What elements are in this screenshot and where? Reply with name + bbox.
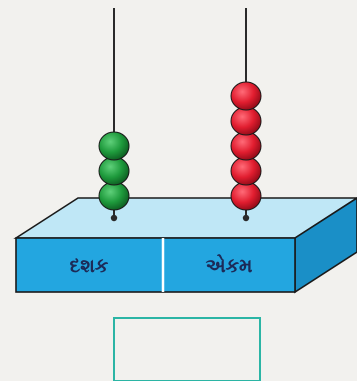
tens-beads xyxy=(98,131,130,211)
ones-bead xyxy=(230,106,262,136)
ones-beads xyxy=(230,81,262,211)
tens-bead xyxy=(98,156,130,186)
block-front-face xyxy=(15,237,296,293)
ones-bead xyxy=(230,81,262,111)
ones-column-label: એકમ xyxy=(206,254,253,277)
tens-bead xyxy=(98,131,130,161)
answer-box[interactable] xyxy=(113,317,261,381)
tens-rod-pin xyxy=(110,214,118,222)
ones-bead xyxy=(230,131,262,161)
tens-bead xyxy=(98,181,130,211)
tens-column-label: દશક xyxy=(70,255,109,277)
ones-rod-pin xyxy=(242,214,250,222)
ones-bead xyxy=(230,181,262,211)
ones-bead xyxy=(230,156,262,186)
